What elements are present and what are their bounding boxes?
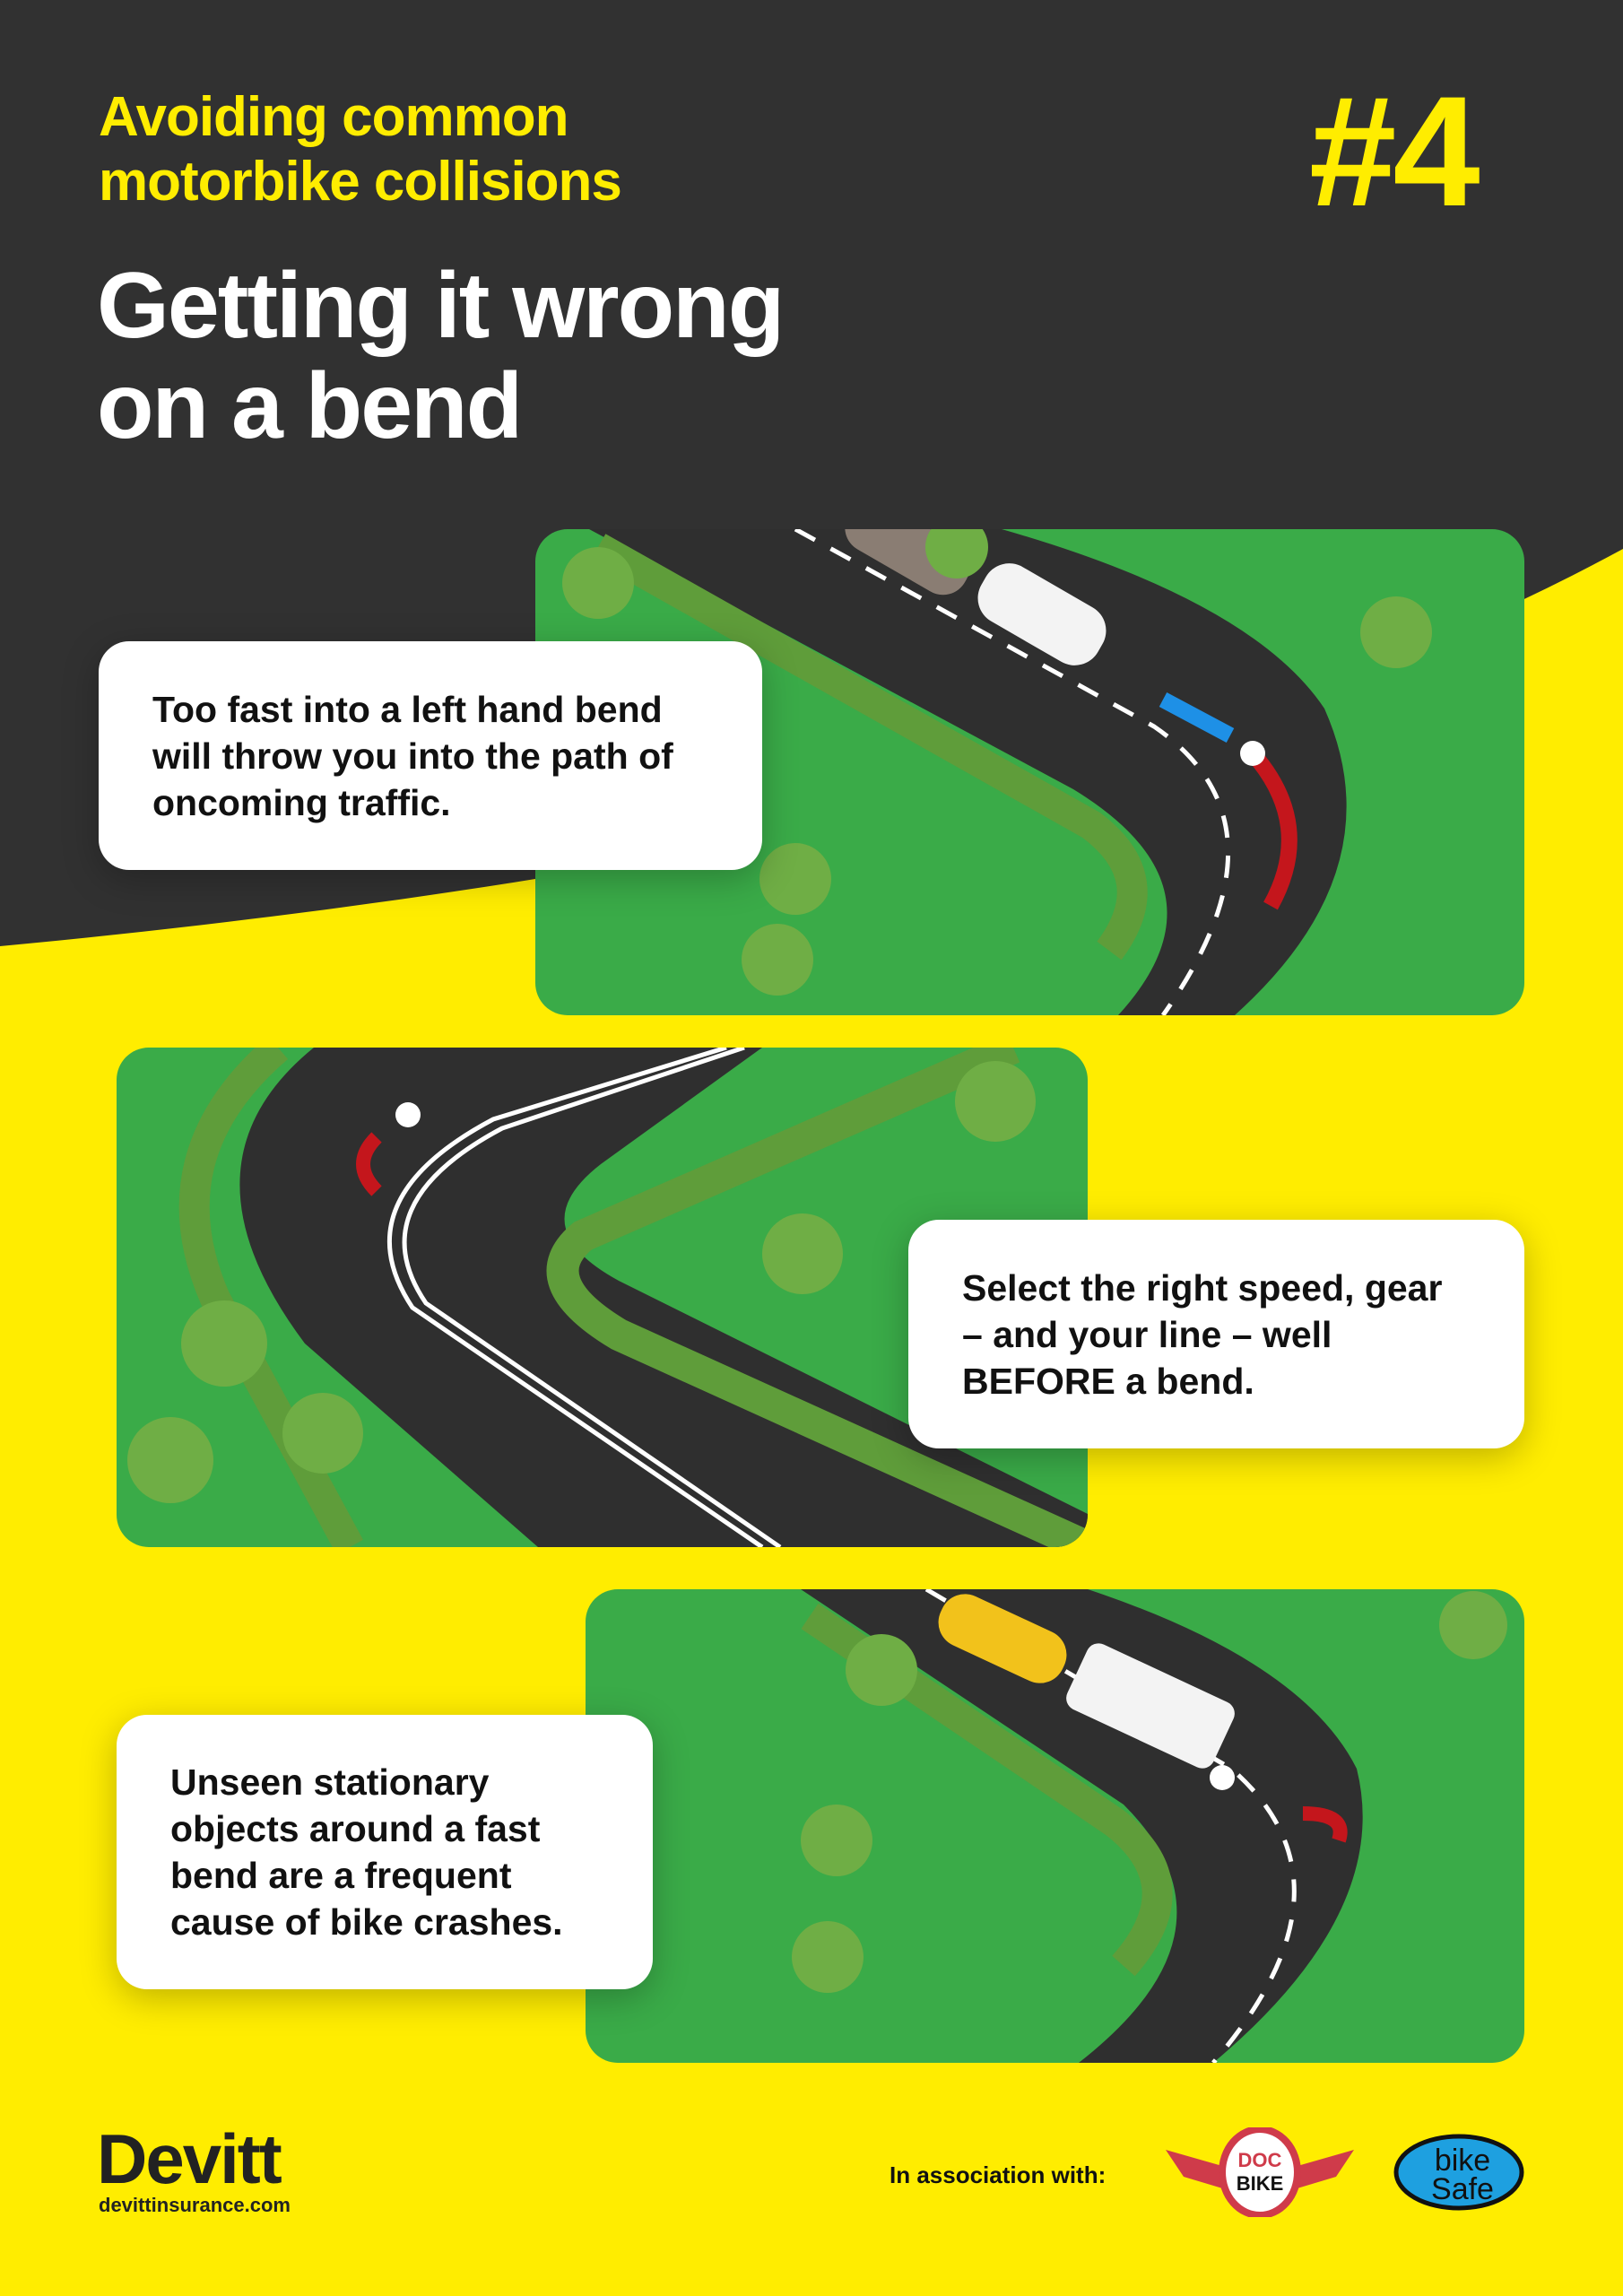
callout-tip-3: Unseen stationary objects around a fast … <box>117 1715 653 1989</box>
svg-text:Safe: Safe <box>1431 2172 1494 2206</box>
bikesafe-logo: bike Safe <box>1393 2134 1524 2211</box>
svg-text:DOC: DOC <box>1238 2149 1282 2171</box>
callout-text: Too fast into a left hand bend will thro… <box>152 688 673 823</box>
title-line: on a bend <box>97 354 523 458</box>
svg-text:bike: bike <box>1435 2144 1490 2178</box>
series-subtitle: Avoiding common motorbike collisions <box>99 85 622 214</box>
callout-tip-1: Too fast into a left hand bend will thro… <box>99 641 762 870</box>
tip-number: #4 <box>1309 65 1480 239</box>
title-line: Getting it wrong <box>97 254 785 358</box>
svg-text:BIKE: BIKE <box>1237 2172 1284 2195</box>
association-label: In association with: <box>890 2161 1107 2188</box>
devitt-logo: Devitt <box>97 2119 282 2198</box>
callout-tip-2: Select the right speed, gear – and your … <box>908 1220 1524 1448</box>
docbike-logo: DOC BIKE <box>1166 2127 1354 2217</box>
subtitle-line: Avoiding common <box>99 86 568 148</box>
callout-text: Unseen stationary objects around a fast … <box>170 1761 563 1943</box>
illustration-stationary-objects <box>586 1589 1524 2063</box>
subtitle-line: motorbike collisions <box>99 151 622 213</box>
page-title: Getting it wrong on a bend <box>97 254 785 458</box>
illustration-bend-line <box>117 1048 1088 1547</box>
callout-text: Select the right speed, gear – and your … <box>962 1266 1443 1402</box>
devitt-url[interactable]: devittinsurance.com <box>99 2194 291 2216</box>
